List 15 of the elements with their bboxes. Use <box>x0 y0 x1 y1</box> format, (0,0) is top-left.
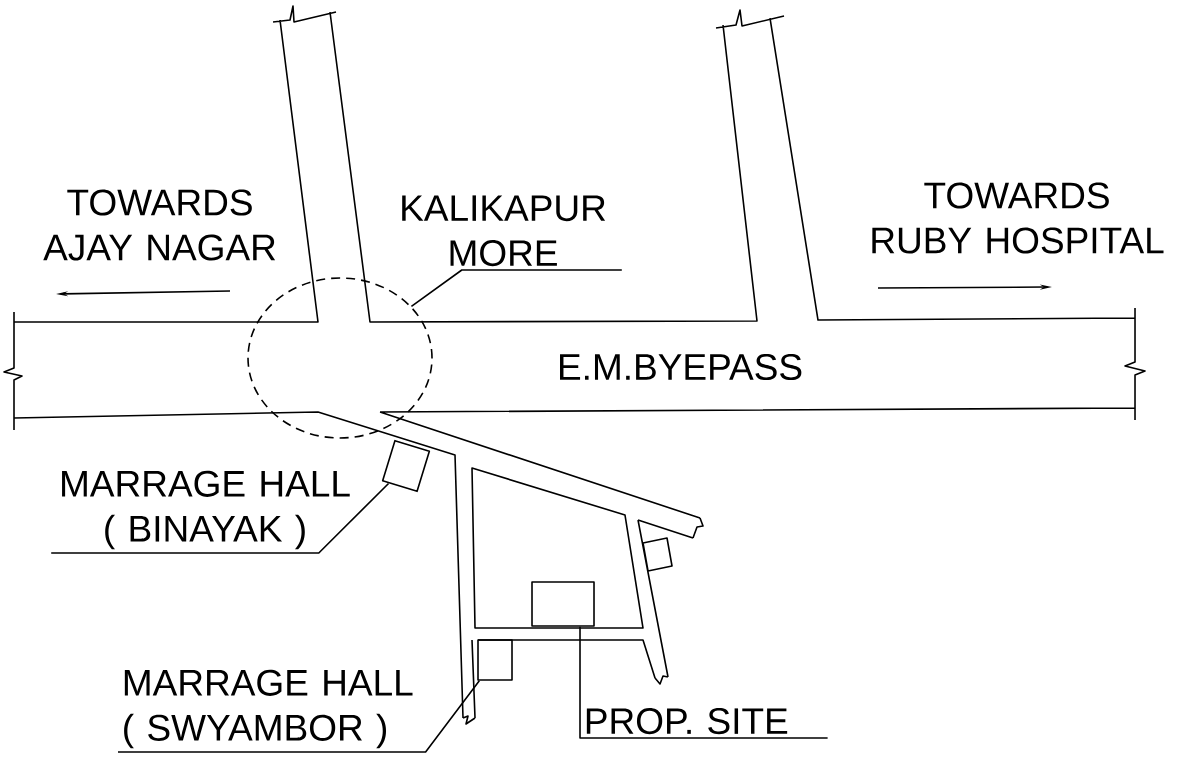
place-label: TOWARDS RUBY HOSPITAL <box>872 182 1164 254</box>
location-circle <box>247 277 433 439</box>
building-box <box>477 639 513 681</box>
building-box <box>381 439 431 493</box>
road-label: E.M.BYEPASS <box>560 353 802 381</box>
callout-label: MARRAGE HALL ( BINAYAK ) <box>62 470 350 550</box>
leader-line <box>117 680 481 753</box>
site-box <box>531 581 595 627</box>
callout-label: PROP. SITE <box>586 708 788 735</box>
place-label: TOWARDS AJAY NAGAR <box>43 189 276 261</box>
leader-line <box>410 269 623 308</box>
callout-label: KALIKAPUR MORE <box>402 195 606 267</box>
leader-line <box>50 482 390 554</box>
callout-label: MARRAGE HALL ( SWYAMBOR ) <box>124 669 413 749</box>
leader-line <box>579 626 829 739</box>
